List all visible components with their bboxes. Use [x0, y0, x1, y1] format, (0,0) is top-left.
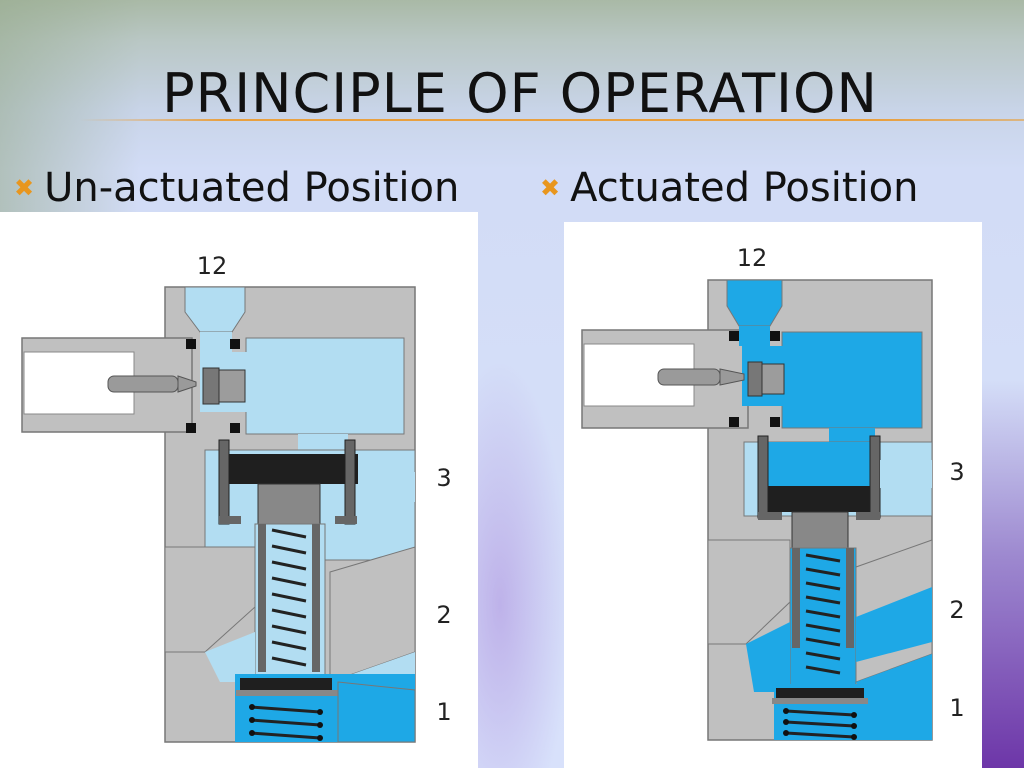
plunger	[657, 368, 721, 386]
seal	[729, 417, 739, 427]
outlet-passage-upper	[856, 587, 932, 662]
seal	[729, 331, 739, 341]
pilot-poppet-seat	[218, 369, 246, 403]
return-spring	[785, 709, 855, 739]
plunger-tip	[177, 375, 197, 393]
piston-stem	[791, 511, 849, 549]
pilot-inlet-channel	[726, 279, 783, 327]
pilot-chamber	[245, 337, 405, 435]
piston	[768, 486, 870, 512]
bullet-unactuated-label: Un-actuated Position	[44, 165, 460, 211]
outlet-passage	[205, 632, 255, 682]
port-1-label: 1	[949, 694, 964, 722]
background-purple-glow	[470, 360, 570, 768]
port-12-label: 12	[197, 252, 228, 280]
body-divider-left	[707, 539, 791, 645]
unactuated-valve-diagram: 12 3 2 1	[21, 252, 452, 743]
outlet-passage	[746, 622, 790, 692]
guide-foot	[856, 512, 880, 520]
return-spring-ends	[249, 704, 323, 741]
plunger	[107, 375, 179, 393]
seal	[230, 423, 240, 433]
pilot-passage	[298, 434, 348, 452]
x-mark-icon: ✖	[14, 174, 35, 202]
port-2-label: 2	[949, 596, 964, 624]
seal	[186, 339, 196, 349]
piston-guide-right	[344, 439, 356, 525]
seal	[770, 331, 780, 341]
piston-guide-right	[869, 435, 881, 519]
seal	[230, 339, 240, 349]
seal	[770, 417, 780, 427]
title-underline	[80, 119, 1024, 121]
spring-sleeve-right	[312, 524, 320, 672]
actuated-valve-diagram: 12 3 2 1	[581, 244, 965, 741]
slide-title: PRINCIPLE OF OPERATION	[162, 62, 878, 125]
pilot-poppet-seat	[761, 363, 785, 395]
exhaust-passage	[880, 460, 932, 488]
actuated-diagram-panel: 12 3 2 1	[564, 222, 982, 768]
pilot-throat	[739, 326, 770, 346]
port-1-label: 1	[436, 698, 451, 726]
plunger-tip	[719, 368, 745, 386]
inlet-passage	[337, 681, 416, 743]
pilot-throat	[200, 332, 232, 352]
bullet-unactuated: ✖ Un-actuated Position	[14, 165, 459, 211]
spring-sleeve-right	[846, 548, 854, 648]
return-spring-ends	[783, 708, 857, 740]
guide-foot	[335, 516, 357, 524]
seal	[186, 423, 196, 433]
piston-guide-left	[218, 439, 230, 525]
spring-sleeve-left	[258, 524, 266, 672]
pilot-poppet	[747, 361, 763, 397]
bullet-actuated-label: Actuated Position	[570, 165, 919, 211]
poppet-plate	[772, 698, 868, 704]
pilot-chamber	[781, 331, 923, 429]
unactuated-diagram-panel: 12 3 2 1	[0, 212, 478, 768]
port-12-label: 12	[737, 244, 768, 272]
return-spring	[249, 705, 321, 740]
body-divider-left	[164, 546, 256, 653]
pilot-poppet	[202, 367, 220, 405]
main-spring	[805, 553, 841, 675]
exhaust-passage	[360, 472, 415, 502]
piston-guide-left	[757, 435, 769, 519]
x-mark-icon: ✖	[540, 174, 561, 202]
piston-stem	[257, 483, 321, 525]
port-3-label: 3	[949, 458, 964, 486]
port-3-label: 3	[436, 464, 451, 492]
spring-sleeve-left	[792, 548, 800, 648]
main-poppet	[240, 678, 332, 692]
guide-foot	[758, 512, 782, 520]
port-2-label: 2	[436, 601, 451, 629]
main-poppet	[776, 688, 864, 700]
bullet-actuated: ✖ Actuated Position	[540, 165, 918, 211]
guide-foot	[219, 516, 241, 524]
main-spring	[271, 528, 307, 667]
poppet-plate	[236, 690, 338, 696]
piston	[228, 454, 358, 484]
